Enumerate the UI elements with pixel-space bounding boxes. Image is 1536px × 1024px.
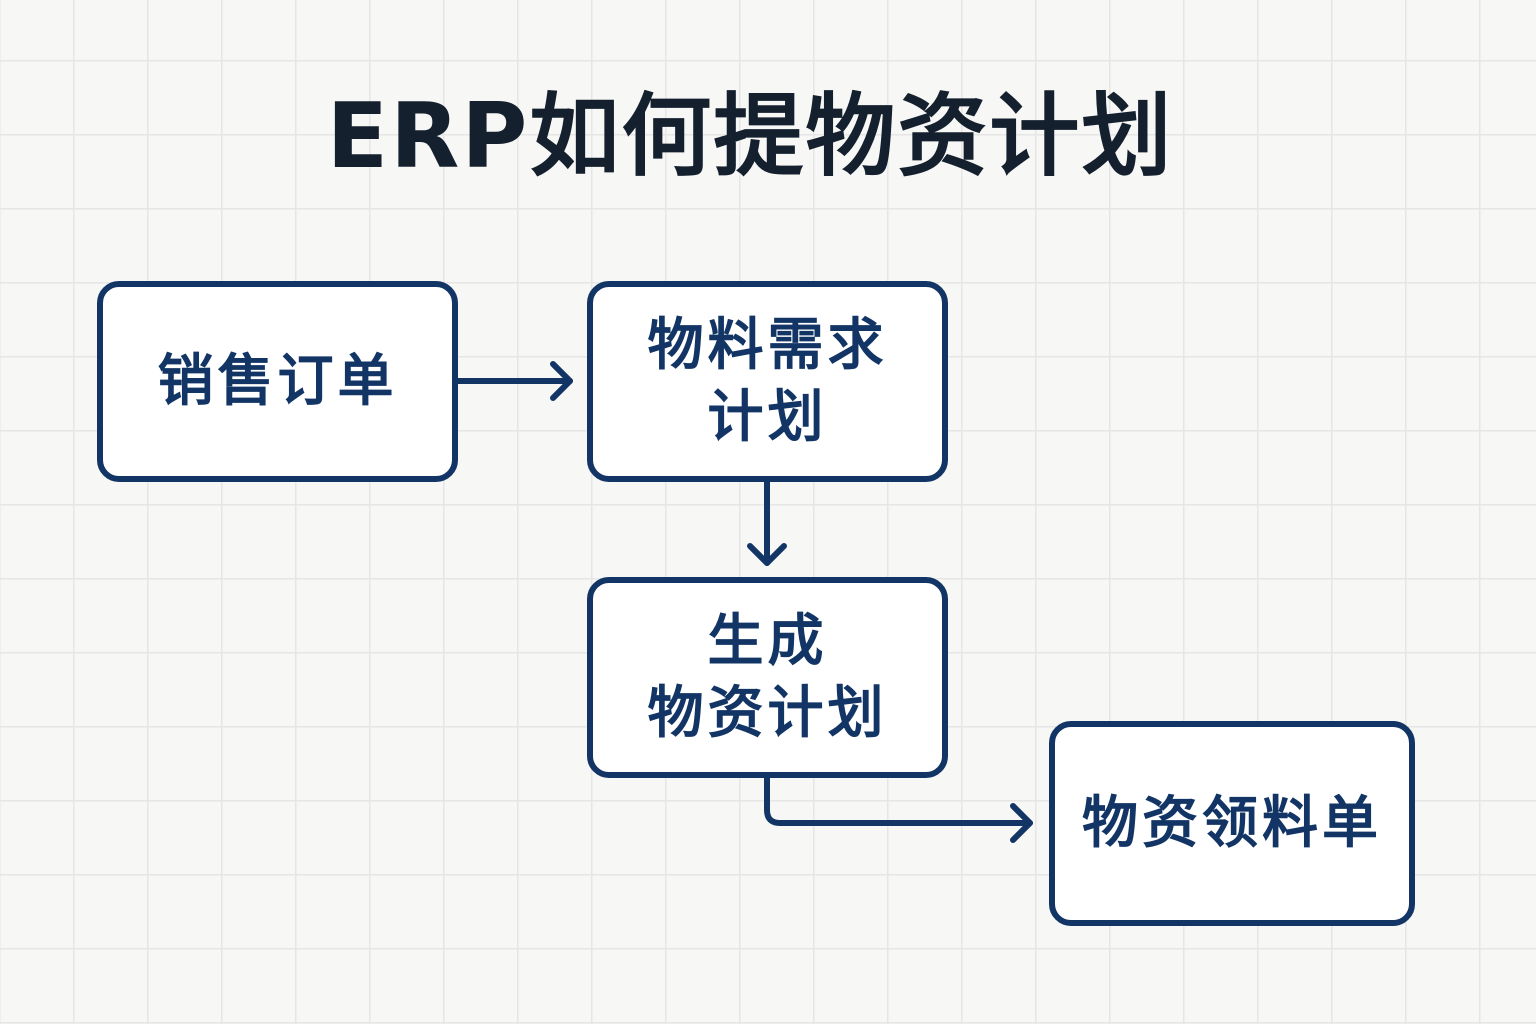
node-generate-material-plan[interactable]: 生成 物资计划 — [587, 577, 948, 778]
arrowhead-down-icon — [747, 543, 787, 566]
arrowhead-right-icon — [1010, 803, 1033, 843]
arrow-mrp-to-generate-plan — [747, 479, 787, 566]
arrow-line — [764, 775, 1033, 826]
arrowhead-right-icon — [550, 361, 573, 401]
node-label-line: 销售订单 — [157, 348, 398, 414]
node-label-line: 计划 — [707, 384, 828, 450]
node-material-requisition[interactable]: 物资领料单 — [1049, 721, 1415, 926]
arrow-generate-plan-to-requisition — [764, 775, 1033, 843]
node-label-line: 物料需求 — [647, 312, 888, 378]
node-label-line: 物资计划 — [647, 680, 888, 746]
node-sales-order[interactable]: 销售订单 — [97, 281, 458, 482]
arrow-sales-order-to-mrp — [455, 361, 573, 401]
node-material-requirements-plan[interactable]: 物料需求 计划 — [587, 281, 948, 482]
node-label-line: 生成 — [707, 608, 828, 674]
diagram-title: ERP如何提物资计划 — [326, 84, 1174, 189]
node-label-line: 物资领料单 — [1082, 790, 1382, 856]
